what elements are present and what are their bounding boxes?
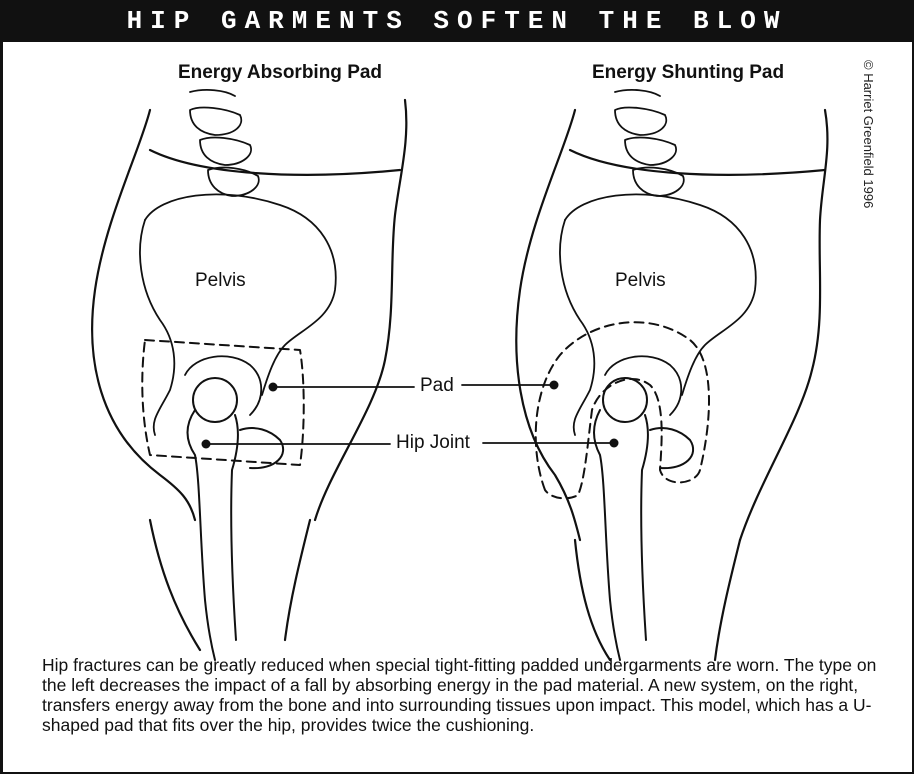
hip-joint-dot-right (610, 439, 619, 448)
hip-joint-label: Hip Joint (396, 432, 470, 454)
pelvis-label-left: Pelvis (195, 270, 246, 292)
right-femur (594, 378, 693, 660)
hip-joint-dot-left (202, 440, 211, 449)
left-femur (188, 378, 284, 660)
left-pad-outline (142, 340, 303, 465)
pad-dot-right (550, 381, 559, 390)
pelvis-label-right: Pelvis (615, 270, 666, 292)
right-spine (615, 90, 684, 196)
pad-leader-lines (273, 385, 554, 387)
left-body-outline (92, 100, 406, 650)
left-spine (190, 90, 259, 196)
right-pad-outline (536, 322, 709, 498)
pad-dot-left (269, 383, 278, 392)
pad-label: Pad (420, 375, 454, 397)
caption-text: Hip fractures can be greatly reduced whe… (42, 655, 892, 735)
